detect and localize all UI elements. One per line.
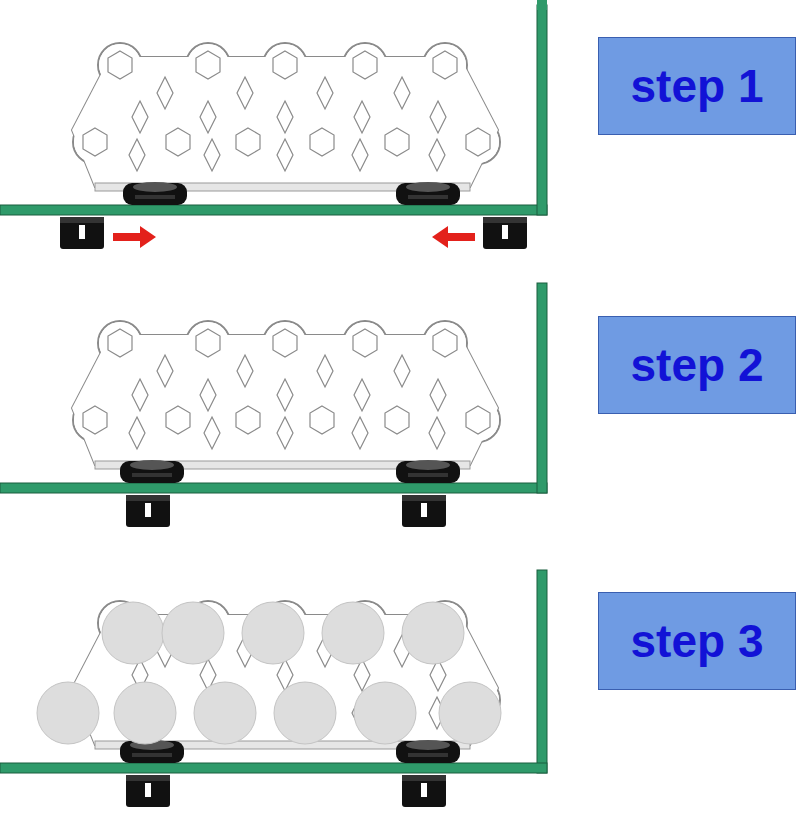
step-box: step 1 [598, 37, 796, 135]
step-box: step 2 [598, 316, 796, 414]
panel-illustration [0, 570, 547, 807]
step-box: step 3 [598, 592, 796, 690]
step-label: step 3 [631, 616, 764, 667]
panel-illustration [0, 0, 547, 249]
step-label: step 1 [631, 61, 764, 112]
step-label: step 2 [631, 340, 764, 391]
panel-illustration [0, 283, 547, 527]
